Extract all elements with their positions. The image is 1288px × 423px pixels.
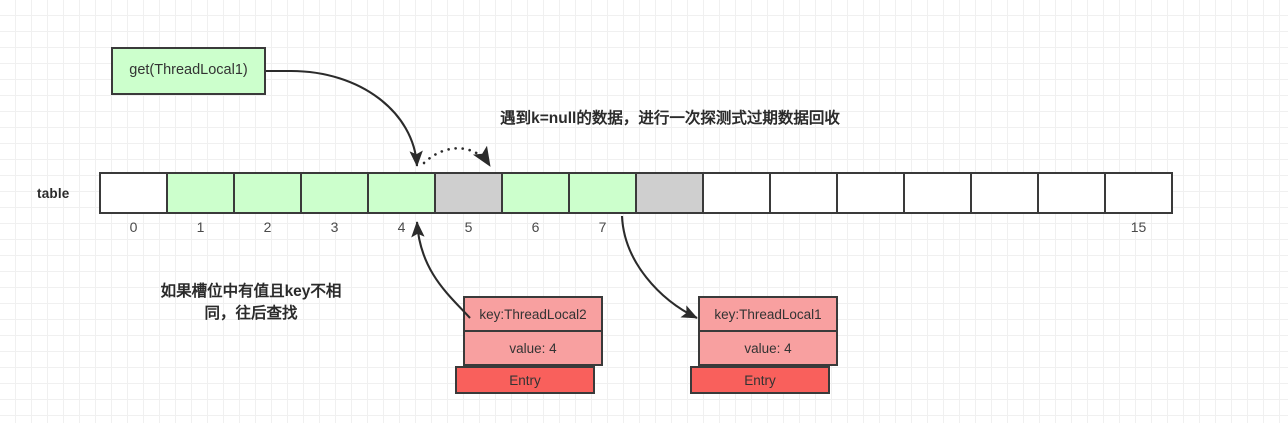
index-label-3: 3: [330, 219, 339, 235]
table-slot-8[interactable]: [635, 172, 704, 214]
table-label: table: [37, 186, 70, 201]
table-slot-10[interactable]: [769, 172, 838, 214]
arrow-get-to-slot-4: [266, 69, 423, 167]
index-label-4: 4: [397, 219, 406, 235]
table-slot-7[interactable]: [568, 172, 637, 214]
entry-tag-label-threadlocal2: Entry: [509, 372, 541, 388]
index-label-15: 15: [1130, 219, 1147, 235]
index-label-13: [970, 219, 1039, 239]
index-label-6: 6: [531, 219, 540, 235]
table-slot-3[interactable]: [300, 172, 369, 214]
stale-entry-annotation: 遇到k=null的数据，进行一次探测式过期数据回收: [500, 110, 840, 127]
index-label-0: 0: [129, 219, 138, 235]
table-slot-4[interactable]: [367, 172, 436, 214]
index-label-8: [635, 219, 704, 239]
table-slot-5[interactable]: [434, 172, 503, 214]
table-index-labels: 0 1 2 3 4 5 6 7 15: [99, 219, 1171, 239]
probe-forward-annotation: 如果槽位中有值且key不相 同，往后查找: [106, 281, 396, 326]
table-slot-1[interactable]: [166, 172, 235, 214]
arrow-slot-4-to-slot-5: [422, 145, 492, 168]
table-slot-12[interactable]: [903, 172, 972, 214]
index-label-9: [702, 219, 771, 239]
index-label-7: 7: [598, 219, 607, 235]
table-slot-15[interactable]: [1104, 172, 1173, 214]
table-slot-0[interactable]: [99, 172, 168, 214]
index-label-11: [836, 219, 905, 239]
get-call-label: get(ThreadLocal1): [129, 62, 248, 79]
index-label-12: [903, 219, 972, 239]
entry-key-label-threadlocal1: key:ThreadLocal1: [714, 306, 822, 322]
table-slot-13[interactable]: [970, 172, 1039, 214]
entry-tag-threadlocal1: Entry: [690, 366, 830, 394]
table-slots: [99, 172, 1173, 214]
entry-key-threadlocal2: key:ThreadLocal2: [463, 296, 603, 332]
table-slot-9[interactable]: [702, 172, 771, 214]
entry-value-threadlocal2: value: 4: [463, 330, 603, 366]
entry-value-label-threadlocal1: value: 4: [744, 340, 792, 356]
entry-value-label-threadlocal2: value: 4: [509, 340, 557, 356]
index-label-1: 1: [196, 219, 205, 235]
entry-value-threadlocal1: value: 4: [698, 330, 838, 366]
index-label-10: [769, 219, 838, 239]
entry-tag-threadlocal2: Entry: [455, 366, 595, 394]
entry-key-threadlocal1: key:ThreadLocal1: [698, 296, 838, 332]
probe-forward-annotation-line1: 如果槽位中有值且key不相: [160, 283, 342, 300]
index-label-14: [1037, 219, 1106, 239]
table-slot-14[interactable]: [1037, 172, 1106, 214]
entry-tag-label-threadlocal1: Entry: [744, 372, 776, 388]
table-slot-6[interactable]: [501, 172, 570, 214]
index-label-2: 2: [263, 219, 272, 235]
entry-key-label-threadlocal2: key:ThreadLocal2: [479, 306, 587, 322]
probe-forward-annotation-line2: 同，往后查找: [204, 305, 298, 323]
index-label-5: 5: [464, 219, 473, 235]
table-slot-11[interactable]: [836, 172, 905, 214]
table-slot-2[interactable]: [233, 172, 302, 214]
get-call-box[interactable]: get(ThreadLocal1): [111, 47, 266, 95]
